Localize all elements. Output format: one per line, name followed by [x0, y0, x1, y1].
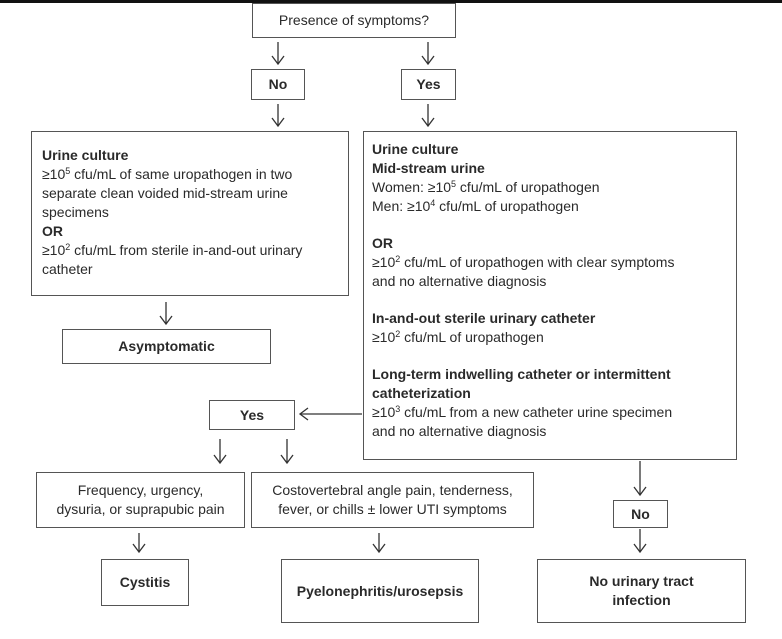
- right-culture-longterm2: catheterization: [372, 385, 471, 401]
- right-culture-inout: In-and-out sterile urinary catheter: [372, 310, 596, 326]
- right-culture-heading: Urine culture: [372, 141, 459, 157]
- yes-top-box: Yes: [401, 69, 456, 100]
- arrow-no-to-left-culture: [271, 104, 285, 128]
- left-culture-line2: separate clean voided mid-stream urine: [42, 185, 288, 201]
- frequency-line1: Frequency, urgency,: [77, 482, 204, 498]
- cystitis-box: Cystitis: [101, 559, 189, 606]
- no-uti-line2: infection: [612, 592, 671, 608]
- arrow-no-to-no-uti: [633, 529, 647, 554]
- left-culture-line4: ≥102 cfu/mL from sterile in-and-out urin…: [42, 242, 303, 258]
- arrow-presence-to-no: [271, 42, 285, 66]
- frequency-line2: dysuria, or suprapubic pain: [56, 501, 225, 517]
- left-culture-line1: ≥105 cfu/mL of same uropathogen in two: [42, 166, 293, 182]
- costovertebral-box: Costovertebral angle pain, tenderness, f…: [251, 472, 534, 528]
- right-urine-culture-box: Urine culture Mid-stream urine Women: ≥1…: [363, 131, 737, 460]
- cystitis-text: Cystitis: [119, 574, 171, 590]
- arrow-presence-to-yes: [421, 42, 435, 66]
- right-culture-or: OR: [372, 235, 393, 251]
- right-culture-men: Men: ≥104 cfu/mL of uropathogen: [372, 198, 579, 214]
- left-culture-heading: Urine culture: [42, 147, 129, 163]
- yes-mid-text: Yes: [239, 406, 265, 423]
- left-urine-culture-box: Urine culture ≥105 cfu/mL of same uropat…: [31, 131, 349, 296]
- right-culture-midstream: Mid-stream urine: [372, 160, 485, 176]
- arrow-yes-to-right-culture: [421, 104, 435, 128]
- no-top-text: No: [268, 76, 288, 92]
- presence-of-symptoms-box: Presence of symptoms?: [252, 3, 456, 38]
- arrow-frequency-to-cystitis: [132, 533, 146, 554]
- asymptomatic-text: Asymptomatic: [118, 338, 215, 354]
- arrow-right-culture-to-no: [633, 461, 647, 497]
- no-uti-box: No urinary tract infection: [537, 559, 746, 623]
- arrow-yes-mid-to-costo: [280, 439, 294, 465]
- left-culture-or: OR: [42, 223, 63, 239]
- no-uti-line1: No urinary tract: [589, 573, 694, 589]
- arrow-yes-mid-to-frequency: [213, 439, 227, 465]
- no-right-box: No: [613, 500, 668, 528]
- costo-line1: Costovertebral angle pain, tenderness,: [272, 482, 513, 498]
- right-culture-or-line1: ≥102 cfu/mL of uropathogen with clear sy…: [372, 254, 675, 270]
- left-culture-line5: catheter: [42, 261, 93, 277]
- frequency-box: Frequency, urgency, dysuria, or suprapub…: [36, 472, 245, 528]
- yes-mid-box: Yes: [209, 400, 295, 430]
- left-culture-line3: specimens: [42, 204, 109, 220]
- right-culture-or-line2: and no alternative diagnosis: [372, 273, 547, 289]
- presence-of-symptoms-text: Presence of symptoms?: [278, 12, 430, 28]
- arrow-costo-to-pyelo: [372, 533, 386, 554]
- right-culture-women: Women: ≥105 cfu/mL of uropathogen: [372, 179, 600, 195]
- no-right-text: No: [631, 505, 650, 522]
- asymptomatic-box: Asymptomatic: [62, 329, 271, 364]
- right-culture-inout-line: ≥102 cfu/mL of uropathogen: [372, 329, 544, 345]
- costo-line2: fever, or chills ± lower UTI symptoms: [278, 501, 507, 517]
- arrow-left-culture-to-asymptomatic: [159, 302, 173, 326]
- pyelonephritis-box: Pyelonephritis/urosepsis: [281, 559, 479, 623]
- top-border: [0, 0, 782, 3]
- yes-top-text: Yes: [416, 76, 441, 92]
- arrow-right-culture-to-yes-mid: [298, 407, 362, 421]
- pyelonephritis-text: Pyelonephritis/urosepsis: [296, 582, 464, 599]
- right-culture-lt-line1: ≥103 cfu/mL from a new catheter urine sp…: [372, 404, 673, 420]
- right-culture-lt-line2: and no alternative diagnosis: [372, 423, 547, 439]
- no-top-box: No: [251, 69, 305, 100]
- right-culture-longterm1: Long-term indwelling catheter or intermi…: [372, 366, 671, 382]
